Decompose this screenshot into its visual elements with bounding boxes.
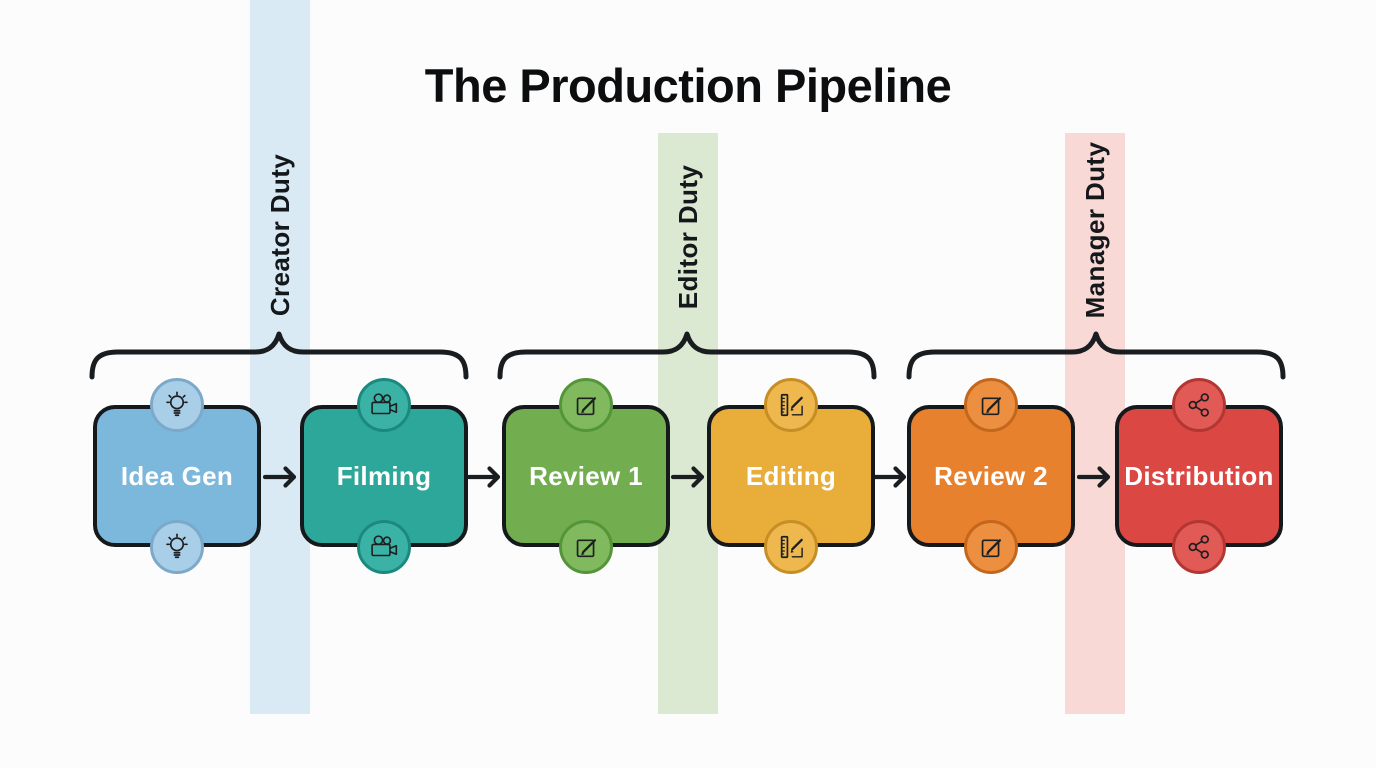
stage-review-2: Review 2 [907, 378, 1075, 574]
ruler-pencil-icon [780, 535, 803, 559]
stage-badge [1172, 378, 1226, 432]
duty-band-creator [250, 0, 310, 714]
share-icon [1188, 393, 1210, 417]
stage-review-1: Review 1 [502, 378, 670, 574]
edit-pencil-icon [981, 397, 1002, 416]
stage-badge [964, 378, 1018, 432]
stage-badge [559, 520, 613, 574]
stage-badge [764, 378, 818, 432]
flow-arrow [1073, 458, 1117, 496]
flow-arrow [668, 458, 709, 496]
group-brace-manager [905, 330, 1287, 380]
edit-pencil-icon [576, 539, 597, 558]
stage-badge [964, 520, 1018, 574]
stage-label: Editing [745, 460, 837, 491]
stage-label: Review 1 [529, 460, 643, 491]
flow-arrow [259, 458, 302, 496]
edit-pencil-icon [981, 539, 1002, 558]
share-icon [1188, 535, 1210, 559]
duty-label-manager: Manager Duty [1080, 141, 1110, 319]
stage-distribution: Distribution [1115, 378, 1283, 574]
stage-label: Review 2 [934, 460, 1048, 491]
ruler-pencil-icon [780, 393, 803, 417]
stage-badge [150, 378, 204, 432]
stage-editing: Editing [707, 378, 875, 574]
stage-badge [559, 378, 613, 432]
flow-arrow [466, 458, 504, 496]
stage-badge [357, 520, 411, 574]
stage-label: Distribution [1124, 460, 1274, 491]
video-camera-icon [371, 535, 398, 557]
duty-label-creator: Creator Duty [265, 153, 295, 317]
stage-badge [764, 520, 818, 574]
stage-label: Idea Gen [120, 460, 234, 491]
lightbulb-icon [166, 391, 188, 417]
lightbulb-icon [166, 533, 188, 559]
edit-pencil-icon [576, 397, 597, 416]
video-camera-icon [371, 393, 398, 415]
stage-badge [1172, 520, 1226, 574]
stage-badge [150, 520, 204, 574]
group-brace-creator [88, 330, 470, 380]
stage-idea-gen: Idea Gen [93, 378, 261, 574]
stage-label: Filming [336, 460, 432, 491]
duty-label-editor: Editor Duty [673, 164, 703, 310]
group-brace-editor [496, 330, 878, 380]
stage-filming: Filming [300, 378, 468, 574]
page-title: The Production Pipeline [424, 59, 952, 112]
stage-badge [357, 378, 411, 432]
flow-arrow [873, 458, 909, 496]
